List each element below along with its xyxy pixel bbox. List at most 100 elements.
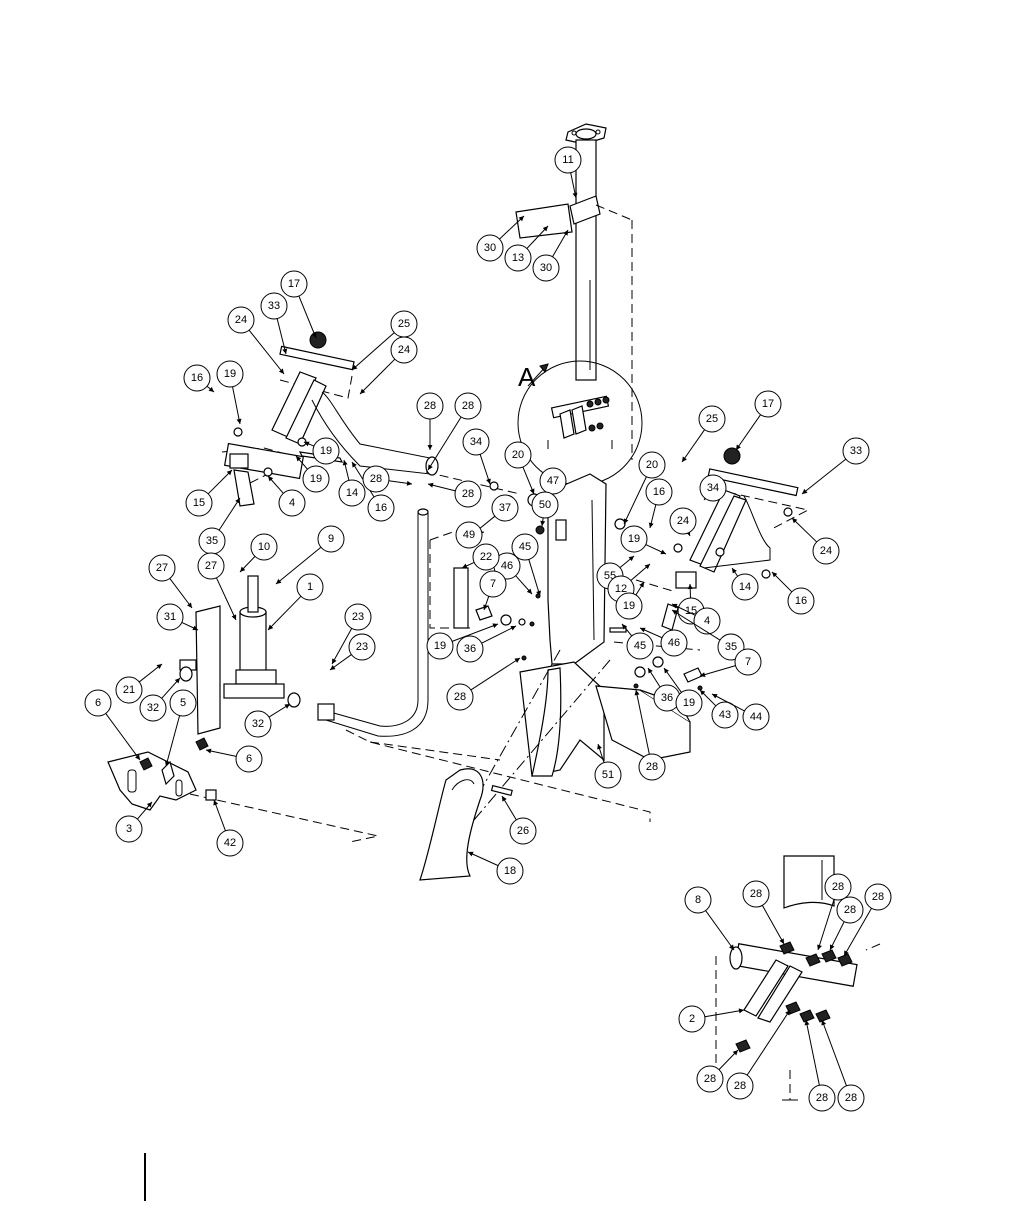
part-callout-8: 8 xyxy=(685,887,734,950)
callout-number: 28 xyxy=(646,761,658,773)
part-callout-7: 7 xyxy=(480,571,506,610)
callout-number: 21 xyxy=(123,684,135,696)
callout-number: 5 xyxy=(180,697,186,709)
part-callout-28: 28 xyxy=(363,466,412,492)
part-callout-20: 20 xyxy=(505,442,534,494)
callout-number: 4 xyxy=(289,497,295,509)
callout-number: 18 xyxy=(504,865,516,877)
callout-number: 46 xyxy=(668,637,680,649)
callout-number: 36 xyxy=(661,692,673,704)
part-callout-43: 43 xyxy=(700,690,738,728)
callout-number: 23 xyxy=(356,641,368,653)
callout-number: 25 xyxy=(398,318,410,330)
callout-number: 10 xyxy=(258,541,270,553)
callout-number: 30 xyxy=(484,242,496,254)
part-callout-14: 14 xyxy=(339,460,365,506)
callout-number: 28 xyxy=(370,473,382,485)
part-callout-1: 1 xyxy=(268,574,323,630)
callout-number: 37 xyxy=(499,502,511,514)
callout-number: 14 xyxy=(346,487,358,499)
part-callout-34: 34 xyxy=(463,429,491,484)
part-callout-28: 28 xyxy=(417,393,443,450)
callout-number: 44 xyxy=(750,711,762,723)
callout-number: 19 xyxy=(434,640,446,652)
part-callout-2: 2 xyxy=(679,1006,744,1032)
callout-number: 7 xyxy=(745,656,751,668)
callout-number: 25 xyxy=(706,413,718,425)
callout-number: 16 xyxy=(795,595,807,607)
part-callout-26: 26 xyxy=(502,796,536,844)
callout-number: 16 xyxy=(653,486,665,498)
part-callout-27: 27 xyxy=(149,555,192,608)
part-callout-34: 34 xyxy=(700,475,726,501)
callout-number: 24 xyxy=(235,314,247,326)
callout-number: 19 xyxy=(628,533,640,545)
callout-number: 33 xyxy=(850,445,862,457)
callout-number: 2 xyxy=(689,1013,695,1025)
callout-number: 28 xyxy=(454,691,466,703)
part-callout-6: 6 xyxy=(206,746,262,772)
callout-number: 36 xyxy=(464,643,476,655)
callout-number: 28 xyxy=(832,881,844,893)
part-callout-30: 30 xyxy=(533,230,568,281)
callout-number: 31 xyxy=(164,611,176,623)
callout-number: 28 xyxy=(872,891,884,903)
callout-number: 20 xyxy=(512,449,524,461)
callout-number: 32 xyxy=(147,702,159,714)
part-callout-33: 33 xyxy=(802,438,869,494)
callout-number: 45 xyxy=(634,640,646,652)
detail-a-label: A xyxy=(518,362,536,392)
callout-number: 16 xyxy=(191,372,203,384)
callout-number: 11 xyxy=(562,154,573,166)
jack-mount xyxy=(180,576,300,734)
detail-a-enlarged xyxy=(716,856,880,1100)
part-callout-3: 3 xyxy=(116,802,152,842)
callout-number: 32 xyxy=(252,718,264,730)
callout-number: 51 xyxy=(602,769,614,781)
part-callout-5: 5 xyxy=(165,690,196,766)
callout-number: 13 xyxy=(512,252,524,264)
part-callout-32: 32 xyxy=(245,704,290,737)
callout-number: 7 xyxy=(490,578,496,590)
callout-number: 27 xyxy=(205,560,217,572)
part-callout-16: 16 xyxy=(184,365,214,392)
callout-number: 47 xyxy=(547,475,559,487)
callout-number: 46 xyxy=(501,560,513,572)
callout-number: 9 xyxy=(328,533,334,545)
part-callout-19: 19 xyxy=(621,526,666,554)
bracket-plate xyxy=(108,738,216,810)
part-callout-33: 33 xyxy=(261,293,287,354)
callout-number: 28 xyxy=(424,400,436,412)
callout-number: 42 xyxy=(224,837,236,849)
callout-number: 17 xyxy=(288,278,300,290)
part-callout-28: 28 xyxy=(805,1020,835,1111)
page-margin-rule xyxy=(144,1153,146,1201)
callout-number: 33 xyxy=(268,300,280,312)
callout-number: 24 xyxy=(677,515,689,527)
callout-number: 24 xyxy=(398,344,410,356)
callout-number: 35 xyxy=(725,641,737,653)
callout-number: 19 xyxy=(310,473,322,485)
callout-number: 19 xyxy=(683,697,695,709)
callout-number: 4 xyxy=(704,615,710,627)
callout-number: 28 xyxy=(462,488,474,500)
part-callout-28: 28 xyxy=(447,658,520,710)
callout-number: 8 xyxy=(695,894,701,906)
part-callout-15: 15 xyxy=(186,470,232,516)
part-callout-17: 17 xyxy=(736,391,781,450)
callout-number: 45 xyxy=(519,541,531,553)
part-callout-25: 25 xyxy=(682,406,725,462)
callout-number: 15 xyxy=(193,497,205,509)
callout-number: 19 xyxy=(320,445,332,457)
callout-number: 20 xyxy=(646,459,658,471)
part-callout-19: 19 xyxy=(217,361,243,424)
callout-number: 34 xyxy=(470,436,482,448)
part-callout-49: 49 xyxy=(456,522,484,548)
part-callout-24: 24 xyxy=(360,337,417,394)
part-callout-19: 19 xyxy=(304,438,339,464)
part-callout-24: 24 xyxy=(792,518,839,564)
part-callout-14: 14 xyxy=(732,568,758,600)
part-callout-10: 10 xyxy=(240,534,277,572)
